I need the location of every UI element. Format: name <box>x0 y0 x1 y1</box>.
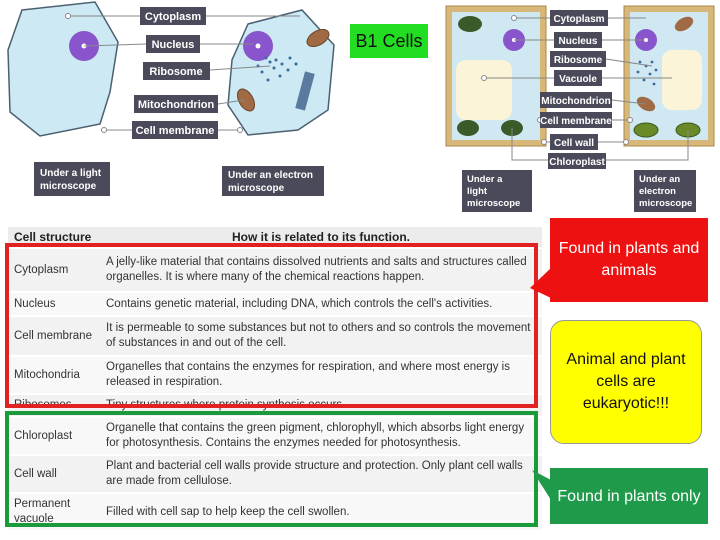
ribosome-dots <box>256 56 298 82</box>
caption-light-animal-2: microscope <box>40 181 97 192</box>
table-row: Chloroplast Organelle that contains the … <box>8 416 542 455</box>
header-function: How it is related to its function. <box>100 227 542 248</box>
plant-cell-diagram: Cytoplasm Nucleus Ribosome Vacuole Mitoc… <box>445 5 715 212</box>
caption-electron-plant-1: Under an <box>639 174 680 185</box>
mitochondrion-icon <box>306 28 330 48</box>
row-structure: Cell wall <box>8 454 100 493</box>
caption-light-plant-1: Under a <box>467 174 503 185</box>
caption-light-plant-3: microscope <box>467 198 520 209</box>
caption-electron-animal-2: microscope <box>228 183 285 194</box>
label-nucleus-animal: Nucleus <box>152 39 195 51</box>
row-structure: Chloroplast <box>8 416 100 455</box>
red-callout-pointer <box>530 268 551 298</box>
row-function: A jelly-like material that contains diss… <box>100 247 542 292</box>
callout-plants-only: Found in plants only <box>550 468 708 524</box>
label-cell-membrane-plant: Cell membrane <box>540 116 612 127</box>
label-cell-wall-plant: Cell wall <box>554 138 594 149</box>
page-title: B1 Cells <box>350 24 428 58</box>
plants-only-frame <box>5 411 538 527</box>
label-cytoplasm-animal: Cytoplasm <box>145 11 201 23</box>
row-function: Contains genetic material, including DNA… <box>100 291 542 316</box>
callout-eukaryotic: Animal and plant cells are eukaryotic!!! <box>550 320 702 444</box>
label-chloroplast-plant: Chloroplast <box>549 157 605 168</box>
caption-electron-plant-3: microscope <box>639 198 692 209</box>
table-row: Cell wall Plant and bacterial cell walls… <box>8 454 542 493</box>
label-mitochondrion-plant: Mitochondrion <box>541 96 610 107</box>
vacuole-electron <box>662 50 702 110</box>
header-cell-structure: Cell structure <box>8 227 100 248</box>
row-function: It is permeable to some substances but n… <box>100 315 542 356</box>
row-structure: Cell membrane <box>8 315 100 356</box>
table-row: Nucleus Contains genetic material, inclu… <box>8 291 542 316</box>
label-ribosome-plant: Ribosome <box>554 55 603 66</box>
green-callout-pointer <box>532 470 551 500</box>
row-function: Organelle that contains the green pigmen… <box>100 416 542 455</box>
caption-light-animal-1: Under a light <box>40 168 102 179</box>
callout-plants-and-animals: Found in plants and animals <box>550 218 708 302</box>
caption-electron-animal-1: Under an electron <box>228 170 313 181</box>
row-structure: Nucleus <box>8 291 100 316</box>
row-structure: Mitochondria <box>8 355 100 394</box>
label-vacuole-plant: Vacuole <box>559 74 597 85</box>
label-mitochondrion-animal: Mitochondrion <box>138 99 215 111</box>
caption-light-plant-2: light <box>467 186 488 197</box>
ribosome-dots-plant <box>636 60 658 86</box>
plants-and-animals-frame <box>5 243 538 408</box>
label-nucleus-plant: Nucleus <box>559 36 598 47</box>
row-structure: Cytoplasm <box>8 247 100 292</box>
table-row: Cell membrane It is permeable to some su… <box>8 315 542 356</box>
table-row: Cytoplasm A jelly-like material that con… <box>8 247 542 292</box>
label-cytoplasm-plant: Cytoplasm <box>553 14 604 25</box>
row-function: Organelles that contains the enzymes for… <box>100 355 542 394</box>
vacuole-light <box>456 60 512 120</box>
er-icon <box>295 71 315 111</box>
animal-cell-diagram: Cytoplasm Nucleus Ribosome Mitochondrion… <box>7 1 335 196</box>
caption-electron-plant-2: electron <box>639 186 676 197</box>
label-cell-membrane-animal: Cell membrane <box>136 125 215 137</box>
table-header-row: Cell structure How it is related to its … <box>8 227 542 248</box>
table-row: Mitochondria Organelles that contains th… <box>8 355 542 394</box>
label-ribosome-animal: Ribosome <box>149 66 202 78</box>
row-function: Plant and bacterial cell walls provide s… <box>100 454 542 493</box>
